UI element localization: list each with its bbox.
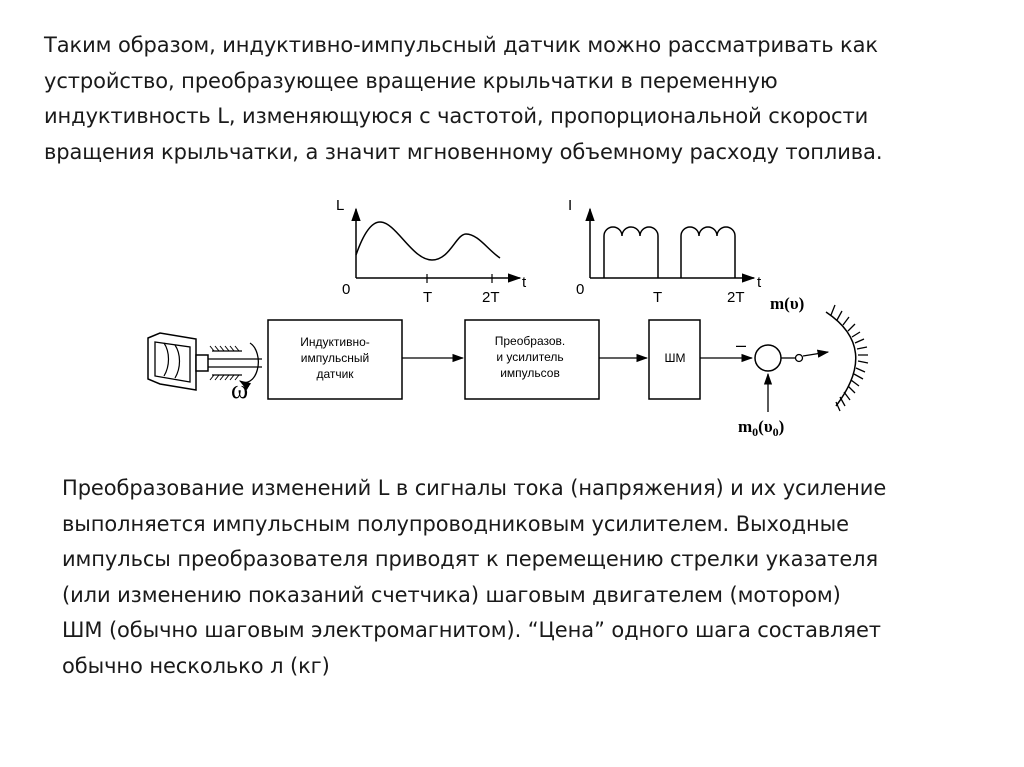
converter-label-line: импульсов: [500, 366, 560, 380]
i-axis-label: I: [568, 197, 572, 214]
input-label: m0(υ0): [738, 417, 784, 439]
current-pulses: [603, 226, 736, 278]
sensor-label-line: датчик: [316, 367, 354, 381]
explanation-line: обычно несколько л (кг): [62, 653, 330, 678]
explanation-line: Преобразование изменений L в сигналы ток…: [62, 476, 887, 500]
explanation-paragraph: Преобразование изменений L в сигналы ток…: [62, 471, 886, 684]
current-graph: I t 0 T 2T: [568, 197, 762, 306]
sensor-label-line: импульсный: [301, 351, 369, 365]
converter-block: Преобразов. и усилитель импульсов: [464, 319, 600, 400]
intro-line: Таким образом, индуктивно-импульсный дат…: [44, 33, 878, 57]
intro-line: устройство, преобразующее вращение крыль…: [44, 68, 778, 93]
omega-label: ω: [231, 375, 248, 404]
l-axis-label: L: [336, 197, 344, 214]
i-graph-t-axis-label: t: [757, 274, 762, 291]
l-graph-t-axis-label: t: [522, 274, 527, 291]
impeller-icon: [147, 332, 262, 391]
stepper-motor-block: ШМ: [648, 319, 701, 400]
output-label: m(υ): [770, 294, 804, 313]
explanation-line: (или изменению показаний счетчика) шагов…: [62, 582, 841, 607]
explanation-line: импульсы преобразователя приводят к пере…: [62, 547, 878, 571]
sensor-label-line: Индуктивно-: [300, 335, 370, 349]
i-graph-origin: 0: [576, 281, 584, 298]
intro-paragraph: Таким образом, индуктивно-импульсный дат…: [44, 28, 882, 170]
stepper-motor-label: ШМ: [665, 351, 686, 365]
converter-label-line: и усилитель: [496, 350, 563, 364]
converter-label-line: Преобразов.: [495, 334, 565, 348]
l-graph-tick-t-label: T: [423, 289, 432, 306]
sensor-block: Индуктивно- импульсный датчик: [267, 319, 403, 400]
explanation-line: выполняется импульсным полупроводниковым…: [62, 511, 849, 536]
l-graph-origin: 0: [342, 281, 350, 298]
inductance-graph: L t 0 T 2T: [336, 197, 527, 306]
pointer-needle: [794, 349, 830, 363]
intro-line: вращения крыльчатки, а значит мгновенном…: [44, 139, 883, 164]
minus-sign: –: [736, 335, 746, 355]
i-graph-tick-2t-label: 2T: [727, 289, 745, 306]
i-graph-tick-t-label: T: [653, 289, 662, 306]
intro-line: индуктивность L, изменяющуюся с частотой…: [44, 104, 869, 128]
inductance-curve: [355, 221, 501, 261]
explanation-line: ШМ (обычно шаговым электромагнитом). “Це…: [62, 618, 881, 642]
summing-junction: [754, 344, 782, 372]
indicator-scale: [825, 304, 869, 412]
l-graph-tick-2t-label: 2T: [482, 289, 500, 306]
